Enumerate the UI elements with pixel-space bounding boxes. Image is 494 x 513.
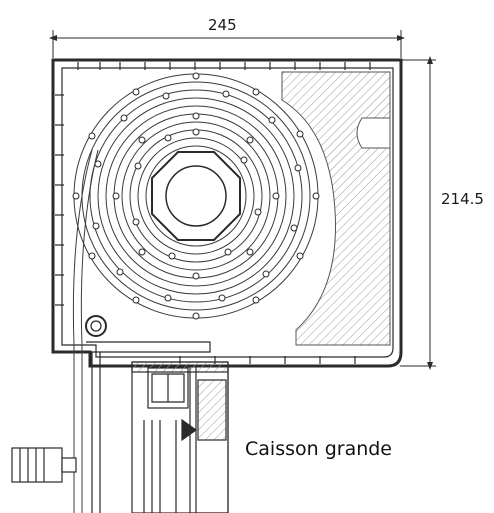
width-dimension-label: 245 [208,16,237,34]
box-housing [51,58,403,368]
height-dimension-label: 214.5 [441,190,484,208]
coil-slat-links [72,72,320,320]
guide-roller [85,315,107,337]
insulation-block [281,71,391,346]
window-frame-profile [86,341,229,513]
curtain-strip [72,149,99,513]
drawing-caption: Caisson grande [245,438,392,460]
octagonal-axle [151,151,241,241]
width-dimension: 245 [49,16,405,58]
crank-handle [11,447,77,483]
height-dimension: 214.5 [400,56,484,370]
